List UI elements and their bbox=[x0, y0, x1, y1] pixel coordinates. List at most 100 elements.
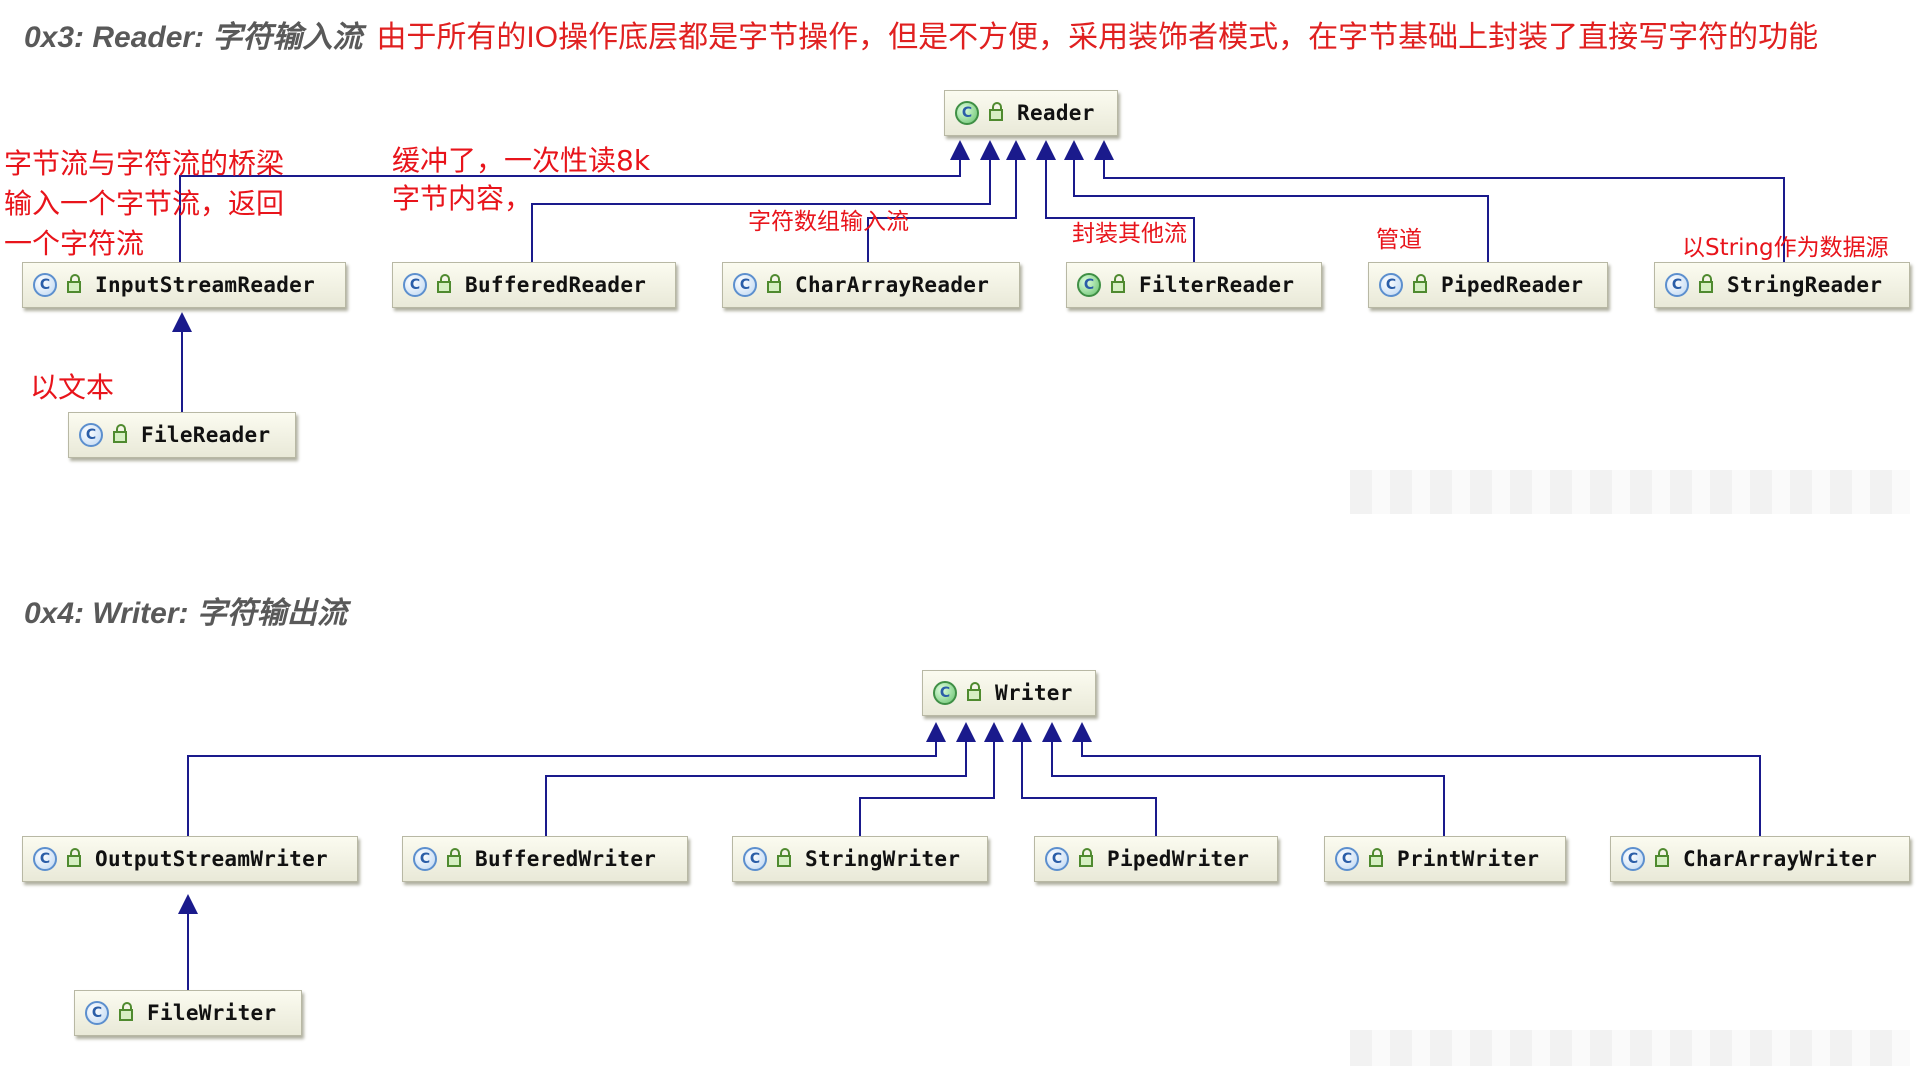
class-icon: C bbox=[1045, 847, 1069, 871]
link-filterreader bbox=[1045, 158, 1195, 262]
link-chararraywriter bbox=[1081, 740, 1761, 836]
lock-icon bbox=[777, 848, 791, 867]
lock-icon bbox=[113, 424, 127, 443]
class-box-filewriter[interactable]: C FileWriter bbox=[74, 990, 302, 1036]
lock-icon bbox=[1369, 848, 1383, 867]
arrowhead bbox=[980, 140, 1000, 160]
arrowhead bbox=[1072, 722, 1092, 742]
reader-description: 由于所有的IO操作底层都是字节操作，但是不方便，采用装饰者模式，在字节基础上封装… bbox=[376, 21, 1819, 54]
class-icon: C bbox=[33, 273, 57, 297]
note-bridge: 字节流与字符流的桥梁 输入一个字节流，返回 一个字符流 bbox=[4, 144, 284, 264]
class-name: StringWriter bbox=[805, 847, 961, 871]
class-box-inputstreamreader[interactable]: C InputStreamReader bbox=[22, 262, 346, 308]
link-chararrayreader bbox=[867, 158, 1017, 262]
lock-icon bbox=[989, 102, 1003, 121]
class-icon: C bbox=[733, 273, 757, 297]
arrowhead bbox=[1036, 140, 1056, 160]
class-icon: C bbox=[1621, 847, 1645, 871]
lock-icon bbox=[1699, 274, 1713, 293]
link-printwriter bbox=[1051, 740, 1445, 836]
lock-icon bbox=[967, 682, 981, 701]
lock-icon bbox=[437, 274, 451, 293]
link-inputstreamreader bbox=[179, 158, 961, 262]
class-icon: C bbox=[1335, 847, 1359, 871]
lock-icon bbox=[67, 274, 81, 293]
class-name: StringReader bbox=[1727, 273, 1883, 297]
arrowhead bbox=[950, 140, 970, 160]
abstract-class-icon: C bbox=[1077, 273, 1101, 297]
class-icon: C bbox=[85, 1001, 109, 1025]
arrowhead bbox=[1094, 140, 1114, 160]
class-name: BufferedWriter bbox=[475, 847, 657, 871]
link-pipedwriter bbox=[1021, 740, 1157, 836]
arrowhead bbox=[172, 312, 192, 332]
lock-icon bbox=[1655, 848, 1669, 867]
reader-section-heading: 0x3: Reader: 字符输入流由于所有的IO操作底层都是字节操作，但是不方… bbox=[24, 12, 1818, 56]
class-box-writer[interactable]: C Writer bbox=[922, 670, 1096, 716]
class-box-reader[interactable]: C Reader bbox=[944, 90, 1118, 136]
lock-icon bbox=[767, 274, 781, 293]
class-name: Writer bbox=[995, 681, 1073, 705]
class-name: CharArrayReader bbox=[795, 273, 990, 297]
note-buffered-line2: 字节内容， bbox=[392, 182, 533, 215]
class-box-printwriter[interactable]: C PrintWriter bbox=[1324, 836, 1566, 882]
class-box-filereader[interactable]: C FileReader bbox=[68, 412, 296, 458]
class-box-outputstreamwriter[interactable]: C OutputStreamWriter bbox=[22, 836, 358, 882]
class-icon: C bbox=[403, 273, 427, 297]
arrowhead bbox=[984, 722, 1004, 742]
arrowhead bbox=[1006, 140, 1026, 160]
arrowhead bbox=[926, 722, 946, 742]
class-box-bufferedreader[interactable]: C BufferedReader bbox=[392, 262, 676, 308]
class-box-stringreader[interactable]: C StringReader bbox=[1654, 262, 1910, 308]
note-piped: 管道 bbox=[1376, 227, 1422, 253]
class-box-pipedwriter[interactable]: C PipedWriter bbox=[1034, 836, 1278, 882]
class-box-chararraywriter[interactable]: C CharArrayWriter bbox=[1610, 836, 1910, 882]
class-name: BufferedReader bbox=[465, 273, 647, 297]
watermark bbox=[1350, 470, 1910, 514]
lock-icon bbox=[1413, 274, 1427, 293]
class-box-filterreader[interactable]: C FilterReader bbox=[1066, 262, 1322, 308]
class-icon: C bbox=[79, 423, 103, 447]
class-name: Reader bbox=[1017, 101, 1095, 125]
abstract-class-icon: C bbox=[933, 681, 957, 705]
writer-heading-text: 0x4: Writer: 字符输出流 bbox=[24, 597, 347, 630]
arrowhead bbox=[956, 722, 976, 742]
class-name: FilterReader bbox=[1139, 273, 1295, 297]
lock-icon bbox=[119, 1002, 133, 1021]
arrowhead bbox=[1012, 722, 1032, 742]
link-bufferedreader bbox=[531, 158, 991, 262]
class-box-pipedreader[interactable]: C PipedReader bbox=[1368, 262, 1608, 308]
link-pipedreader bbox=[1073, 158, 1489, 262]
lock-icon bbox=[447, 848, 461, 867]
writer-section-heading: 0x4: Writer: 字符输出流 bbox=[24, 588, 347, 632]
class-name: InputStreamReader bbox=[95, 273, 316, 297]
link-bufferedwriter bbox=[545, 740, 967, 836]
class-name: FileWriter bbox=[147, 1001, 277, 1025]
class-icon: C bbox=[1379, 273, 1403, 297]
note-file: 以文本 bbox=[30, 371, 115, 404]
lock-icon bbox=[1111, 274, 1125, 293]
class-box-bufferedwriter[interactable]: C BufferedWriter bbox=[402, 836, 688, 882]
note-bridge-line2: 输入一个字节流，返回 bbox=[4, 187, 285, 220]
class-name: PrintWriter bbox=[1397, 847, 1540, 871]
class-name: CharArrayWriter bbox=[1683, 847, 1878, 871]
reader-heading-text: 0x3: Reader: 字符输入流 bbox=[24, 21, 363, 54]
note-buffered: 缓冲了，一次性读8k 字节内容， bbox=[392, 142, 650, 218]
class-name: PipedReader bbox=[1441, 273, 1584, 297]
class-icon: C bbox=[33, 847, 57, 871]
class-name: FileReader bbox=[141, 423, 271, 447]
note-filter: 封装其他流 bbox=[1072, 221, 1187, 247]
note-buffered-line1: 缓冲了，一次性读8k bbox=[392, 144, 651, 177]
lock-icon bbox=[1079, 848, 1093, 867]
class-icon: C bbox=[1665, 273, 1689, 297]
link-stringwriter bbox=[859, 740, 995, 836]
note-bridge-line3: 一个字符流 bbox=[4, 227, 145, 260]
class-box-stringwriter[interactable]: C StringWriter bbox=[732, 836, 988, 882]
arrowhead bbox=[178, 894, 198, 914]
note-chararray: 字符数组输入流 bbox=[748, 209, 909, 235]
note-string: 以String作为数据源 bbox=[1682, 235, 1889, 261]
class-icon: C bbox=[413, 847, 437, 871]
abstract-class-icon: C bbox=[955, 101, 979, 125]
class-box-chararrayreader[interactable]: C CharArrayReader bbox=[722, 262, 1020, 308]
